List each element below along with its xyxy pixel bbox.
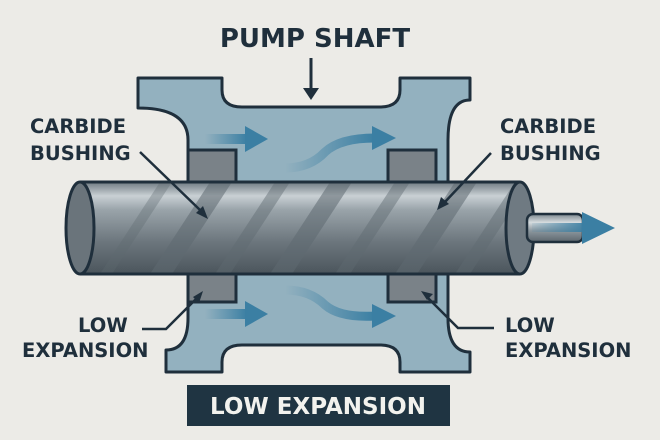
label-line: EXPANSION bbox=[505, 339, 631, 362]
label-low-expansion-right: LOW EXPANSION bbox=[421, 291, 631, 362]
svg-text:BUSHING: BUSHING bbox=[500, 142, 601, 165]
label-line: LOW bbox=[505, 314, 555, 337]
leader-line bbox=[425, 295, 494, 330]
flow-arrow-curved-icon bbox=[280, 285, 396, 328]
shaft-helical-grooves bbox=[100, 182, 520, 274]
pump-shaft bbox=[64, 180, 536, 276]
flow-arrow-curved-icon bbox=[280, 126, 396, 173]
down-arrow-icon bbox=[303, 58, 319, 100]
label-line: BUSHING bbox=[30, 142, 131, 165]
label-line: BUSHING bbox=[500, 142, 601, 165]
carbide-bushing-top-left bbox=[186, 148, 238, 184]
leader-arrowhead-icon bbox=[196, 206, 208, 219]
label-low-expansion-left: LOW EXPANSION bbox=[22, 291, 203, 362]
label-line: CARBIDE bbox=[30, 115, 126, 138]
leader-line bbox=[142, 296, 199, 331]
flow-arrow-icon bbox=[205, 301, 268, 327]
shaft-left-end bbox=[64, 180, 96, 276]
svg-text:EXPANSION: EXPANSION bbox=[505, 339, 631, 362]
label-line: EXPANSION bbox=[22, 339, 148, 362]
flow-arrow-icon bbox=[205, 126, 268, 152]
leader-line bbox=[443, 152, 492, 204]
label-carbide-bushing-right: CARBIDE BUSHING bbox=[437, 115, 601, 210]
svg-text:BUSHING: BUSHING bbox=[30, 142, 131, 165]
label-line: LOW bbox=[78, 314, 128, 337]
svg-text:CARBIDE: CARBIDE bbox=[500, 115, 596, 138]
svg-text:LOW: LOW bbox=[505, 314, 555, 337]
svg-text:LOW: LOW bbox=[78, 314, 128, 337]
banner-text: LOW EXPANSION bbox=[210, 394, 426, 420]
svg-text:CARBIDE: CARBIDE bbox=[30, 115, 126, 138]
leader-arrowhead-icon bbox=[421, 291, 433, 300]
label-line: CARBIDE bbox=[500, 115, 596, 138]
low-expansion-banner: LOW EXPANSION bbox=[187, 385, 450, 426]
svg-text:EXPANSION: EXPANSION bbox=[22, 339, 148, 362]
leader-arrowhead-icon bbox=[193, 291, 203, 303]
leader-line bbox=[139, 151, 201, 211]
leader-arrowhead-icon bbox=[437, 197, 449, 210]
output-arrow-icon bbox=[525, 212, 615, 244]
carbide-bushing-top-right bbox=[386, 148, 438, 184]
label-carbide-bushing-left: CARBIDE BUSHING bbox=[30, 115, 208, 219]
diagram-title: PUMP SHAFT bbox=[220, 24, 411, 54]
